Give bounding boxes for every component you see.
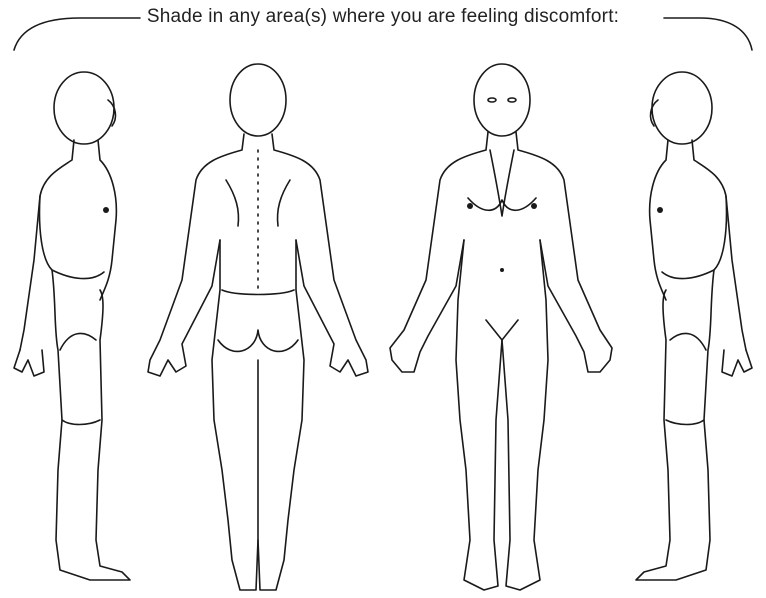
body-front-view[interactable] [390, 64, 612, 590]
body-right-side-view[interactable] [636, 72, 752, 580]
header-bracket [14, 18, 752, 50]
body-back-view[interactable] [148, 64, 368, 590]
body-left-side-view[interactable] [14, 72, 130, 580]
